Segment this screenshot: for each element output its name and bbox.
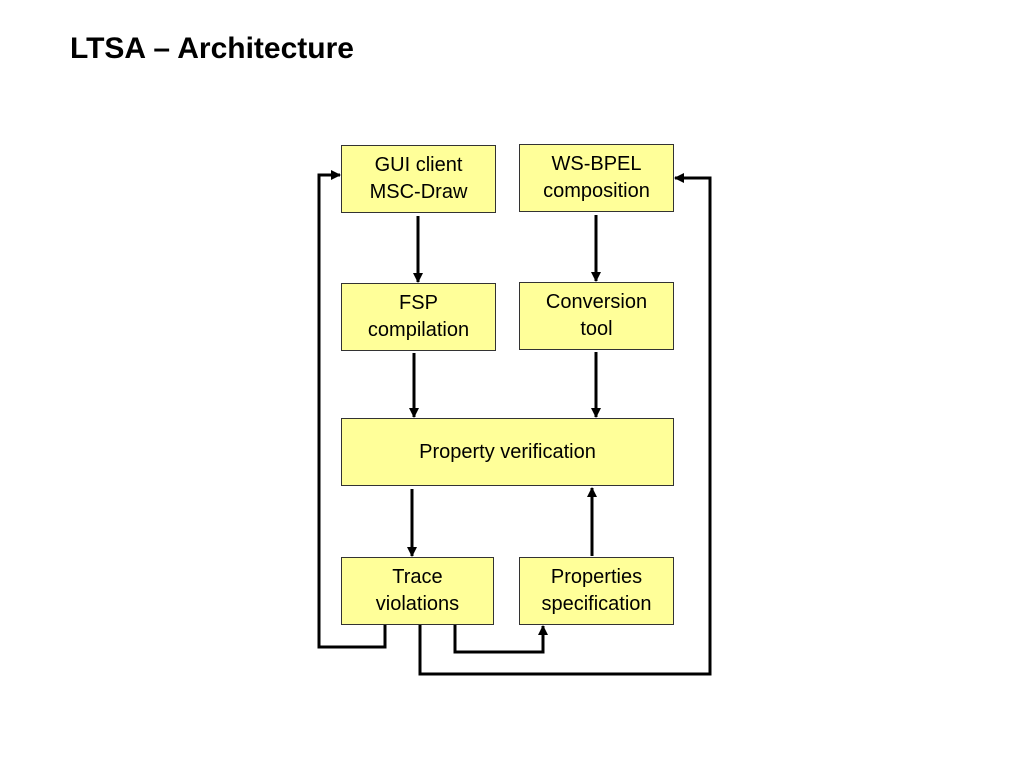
properties-label-line1: Properties	[550, 566, 643, 588]
gui-client-label-line2: MSC-Draw	[369, 181, 468, 203]
fsp-label-line2: compilation	[367, 319, 470, 341]
ws-bpel-label-line1: WS-BPEL	[551, 153, 642, 175]
properties-label-line2: specification	[541, 593, 652, 615]
trace-label-line2: violations	[375, 593, 460, 615]
fsp-label-line1: FSP	[399, 292, 438, 314]
gui-client-box: GUI client MSC-Draw	[341, 145, 496, 213]
slide-title: LTSA – Architecture	[70, 32, 354, 65]
gui-client-label-line1: GUI client	[374, 154, 463, 176]
properties-specification-box: Properties specification	[519, 557, 674, 625]
conversion-tool-box: Conversion tool	[519, 282, 674, 350]
trace-violations-box: Trace violations	[341, 557, 494, 625]
ws-bpel-label-line2: composition	[543, 180, 650, 202]
conversion-label-line2: tool	[580, 318, 613, 340]
property-verification-label: Property verification	[419, 440, 596, 463]
ws-bpel-box: WS-BPEL composition	[519, 144, 674, 212]
conversion-label-line1: Conversion	[545, 291, 648, 313]
edge-trace-to-properties	[453, 625, 548, 654]
fsp-compilation-box: FSP compilation	[341, 283, 496, 351]
property-verification-box: Property verification	[341, 418, 674, 486]
trace-label-line1: Trace	[392, 566, 443, 588]
